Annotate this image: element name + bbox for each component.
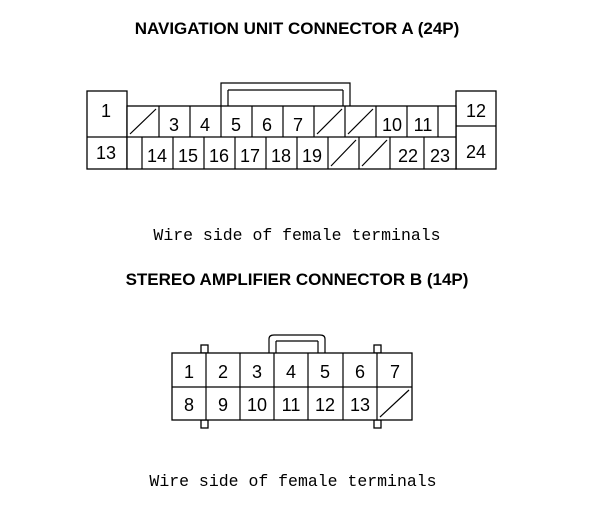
connector-b-empty-cavity-14	[379, 389, 410, 418]
connector-a-pin-label: 1	[101, 101, 111, 121]
connector-a-pin-label: 18	[271, 146, 291, 166]
connector-a-left-block	[86, 90, 128, 170]
connector-a-caption: Wire side of female terminals	[153, 226, 440, 245]
connector-b-pin-label: 3	[252, 362, 262, 382]
connector-b-pin-label: 13	[350, 395, 370, 415]
connector-a-pin-label: 17	[240, 146, 260, 166]
connector-b-pin-label: 4	[286, 362, 296, 382]
connector-b-pin-label: 8	[184, 395, 194, 415]
connector-b-pin-label: 6	[355, 362, 365, 382]
connector-a-pin-label: 4	[200, 115, 210, 135]
connector-b-latch	[268, 334, 326, 353]
connector-a-pin-labels: 1 3 4 5 6 7 10 11 12 13 14 15 16 17 18 1…	[96, 101, 486, 166]
connector-a-pin-label: 14	[147, 146, 167, 166]
connector-b-tab	[200, 419, 209, 429]
connector-b-pin-label: 7	[390, 362, 400, 382]
connector-b-housing	[171, 334, 413, 429]
connector-b-pin-label: 12	[315, 395, 335, 415]
connector-a-pin-label: 5	[231, 115, 241, 135]
connector-a-latch	[220, 82, 351, 106]
connector-a-housing	[86, 82, 497, 170]
connector-a-pin-label: 12	[466, 101, 486, 121]
connector-a-pin-label: 13	[96, 143, 116, 163]
connector-a-pin-label: 11	[414, 115, 433, 135]
connector-a-pin-label: 24	[466, 142, 486, 162]
connector-b-tab	[373, 419, 382, 429]
connector-a-title: NAVIGATION UNIT CONNECTOR A (24P)	[135, 19, 460, 38]
connector-a-pin-label: 10	[382, 115, 402, 135]
connector-a-pin-label: 7	[293, 115, 303, 135]
connector-b-tab	[373, 344, 382, 354]
connector-b-pin-label: 5	[320, 362, 330, 382]
connector-a-empty-cavity-20	[330, 139, 357, 167]
connector-b-pin-labels: 1 2 3 4 5 6 7 8 9 10 11 12 13	[184, 362, 400, 415]
connector-a-empty-cavity-9	[347, 108, 374, 135]
connector-b-pin-label: 11	[282, 395, 301, 415]
connector-a-pin-label: 3	[169, 115, 179, 135]
connector-a-empty-cavity-21	[361, 139, 388, 167]
connector-b-pin-label: 9	[218, 395, 228, 415]
connector-a-pin-label: 16	[209, 146, 229, 166]
connector-a-empty-cavity-8	[316, 108, 343, 135]
connector-b-pin-label: 1	[184, 362, 194, 382]
connector-b-title: STEREO AMPLIFIER CONNECTOR B (14P)	[126, 270, 469, 289]
connector-a-empty-cavity-2	[129, 108, 157, 135]
connector-b-caption: Wire side of female terminals	[149, 472, 436, 491]
connector-a-pin-label: 19	[302, 146, 322, 166]
connector-a-pin-label: 22	[398, 146, 418, 166]
connector-a-pin-label: 15	[178, 146, 198, 166]
connector-b-tab	[200, 344, 209, 354]
connector-b-pin-label: 10	[247, 395, 267, 415]
connector-a-pin-label: 6	[262, 115, 272, 135]
connector-a-pin-label: 23	[430, 146, 450, 166]
connector-b-pin-label: 2	[218, 362, 228, 382]
